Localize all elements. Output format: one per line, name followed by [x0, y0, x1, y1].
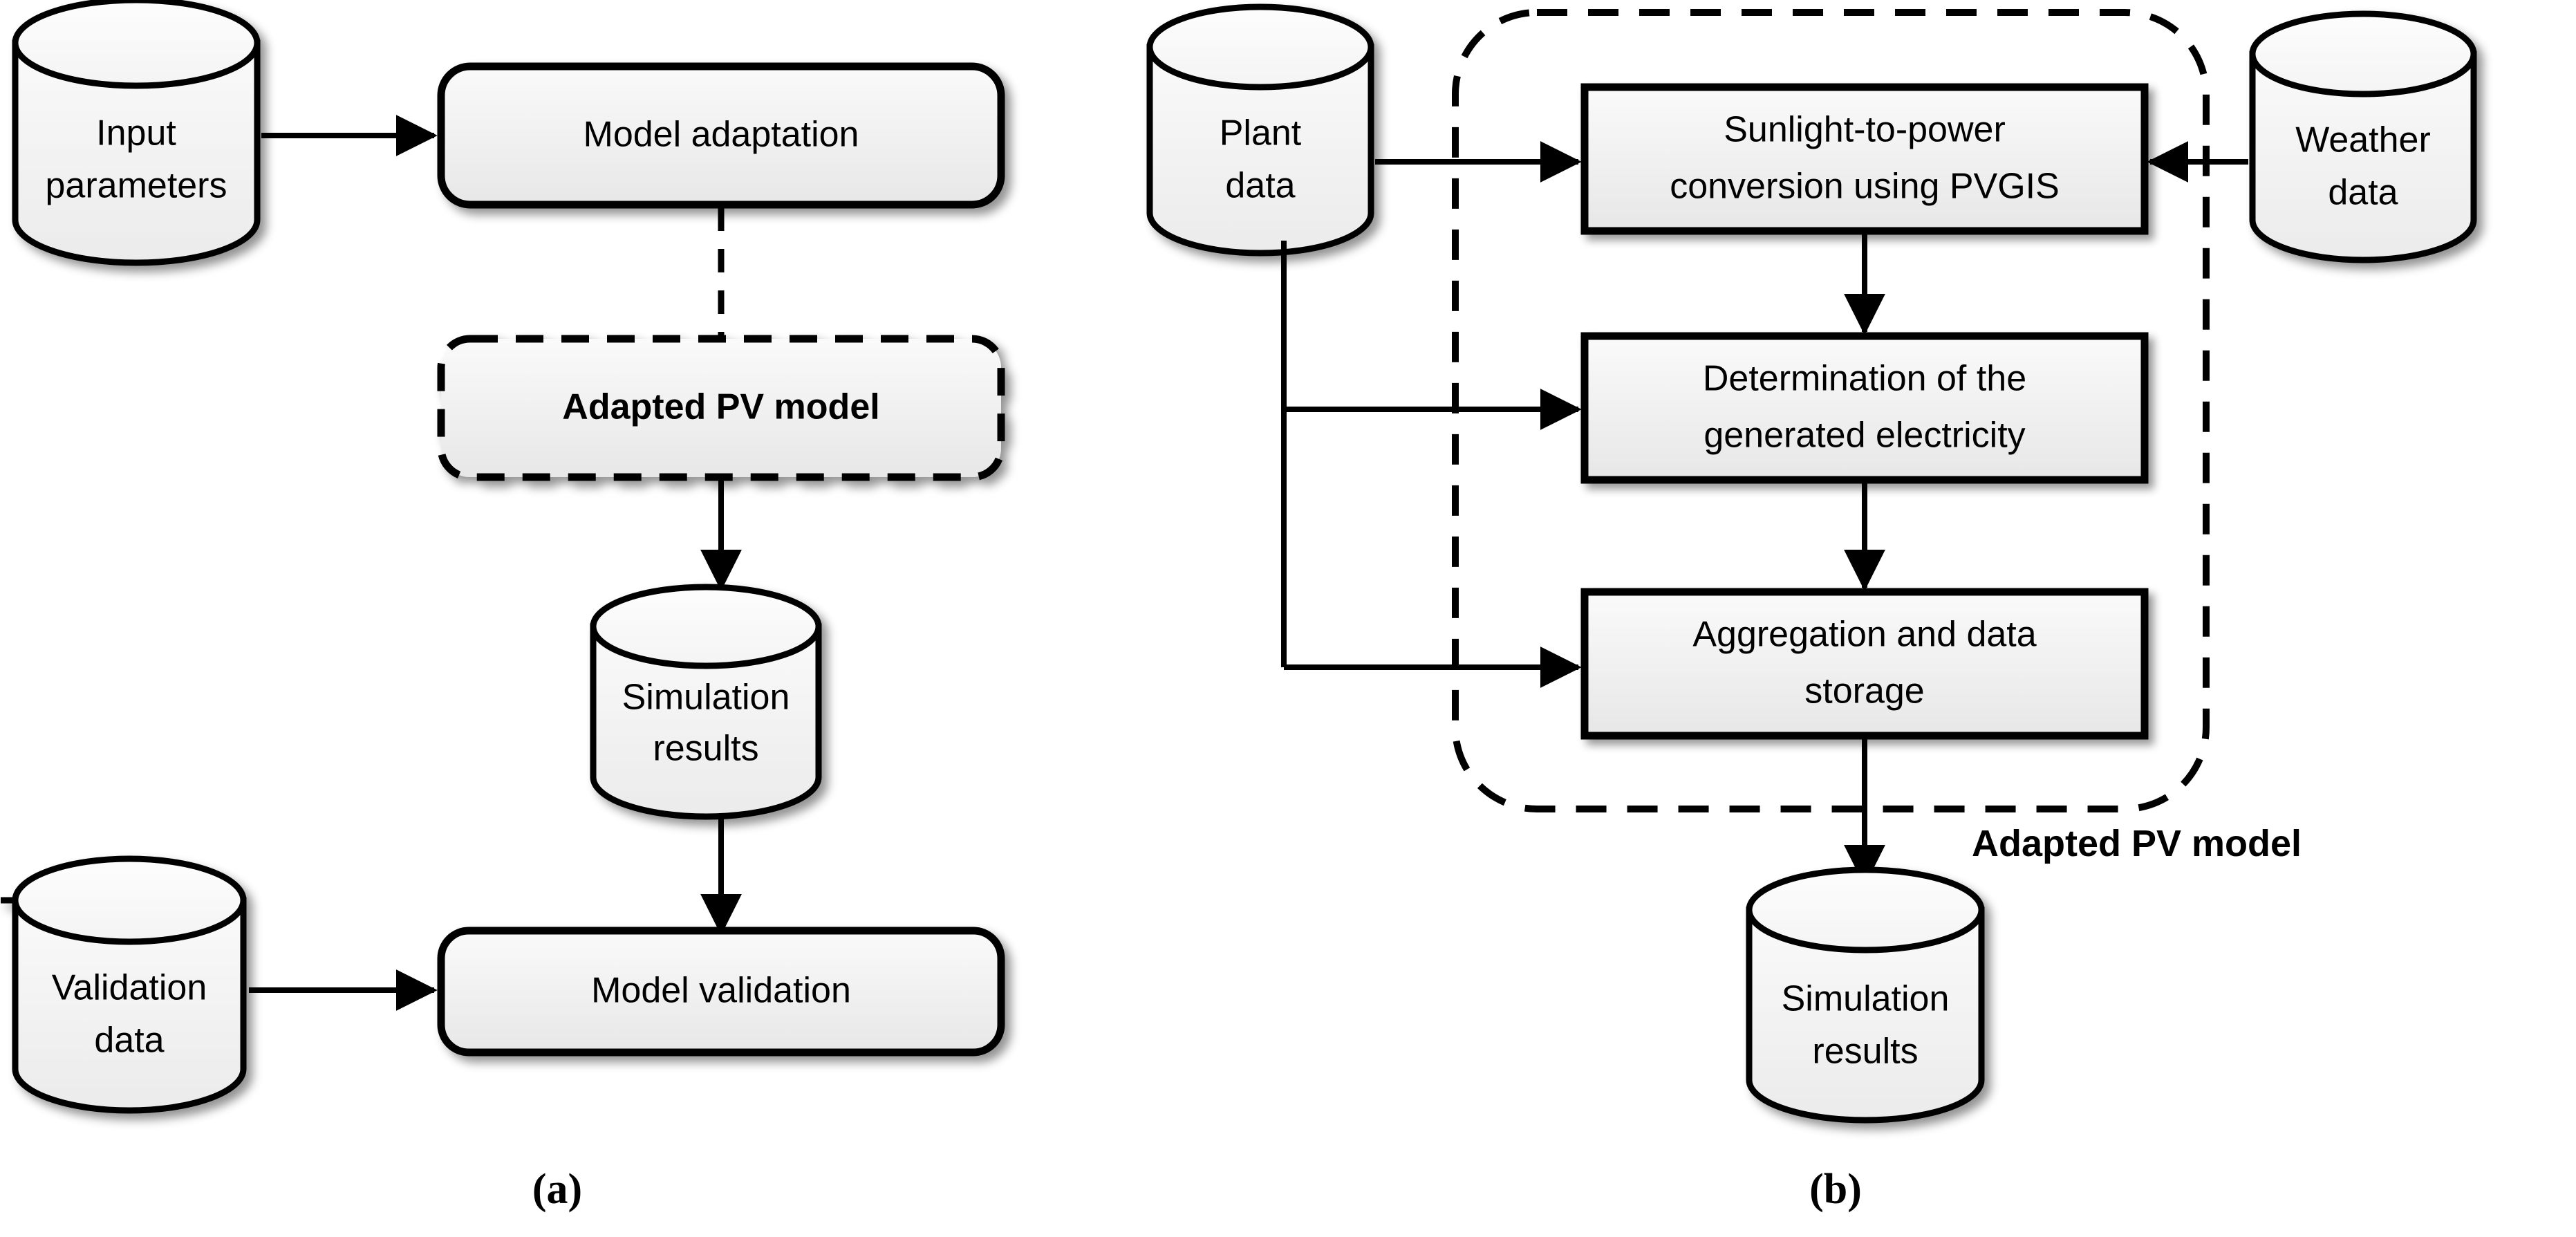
weather-data-line1: Weather [2295, 120, 2431, 160]
node-model-adaptation[interactable] [437, 62, 1005, 209]
determination-line1: Determination of the [1703, 359, 2026, 399]
node-input-parameters[interactable] [12, 0, 261, 266]
determination-line2: generated electricity [1704, 416, 2025, 456]
validation-data-line1: Validation [52, 968, 207, 1008]
group-label-adapted-pv-model: Adapted PV model [1972, 823, 2302, 864]
plant-data-line2: data [1225, 166, 1295, 206]
aggregation-line1: Aggregation and data [1692, 615, 2036, 655]
adapted-pv-model-a-label: Adapted PV model [562, 387, 879, 427]
sunlight-conversion-line2: conversion using PVGIS [1670, 167, 2060, 207]
node-validation-data[interactable] [1, 855, 247, 1114]
node-simulation-results-b[interactable] [1746, 866, 1985, 1124]
model-adaptation-label: Model adaptation [584, 115, 859, 155]
validation-data-line2: data [94, 1021, 164, 1061]
sim-results-a-line2: results [653, 729, 758, 769]
model-validation-label: Model validation [591, 971, 851, 1011]
node-adapted-pv-model-a[interactable] [437, 335, 1005, 481]
caption-a: (a) [532, 1166, 582, 1213]
sim-results-b-line2: results [1812, 1032, 1918, 1072]
node-determination-electricity[interactable] [1580, 332, 2149, 484]
sunlight-conversion-line1: Sunlight-to-power [1724, 110, 2006, 150]
node-weather-data[interactable] [2249, 10, 2477, 263]
node-model-validation[interactable] [437, 927, 1005, 1057]
plant-data-line1: Plant [1220, 113, 1302, 154]
sim-results-b-line1: Simulation [1782, 979, 1950, 1019]
input-parameters-line2: parameters [46, 166, 227, 206]
sim-results-a-line1: Simulation [622, 678, 790, 718]
aggregation-line2: storage [1804, 671, 1924, 711]
caption-b: (b) [1809, 1166, 1862, 1213]
weather-data-line2: data [2328, 173, 2398, 213]
node-simulation-results-a[interactable] [590, 584, 822, 820]
node-sunlight-conversion[interactable] [1580, 83, 2149, 235]
node-plant-data[interactable] [1146, 3, 1374, 257]
input-parameters-line1: Input [96, 113, 176, 154]
node-aggregation-storage[interactable] [1580, 588, 2149, 740]
